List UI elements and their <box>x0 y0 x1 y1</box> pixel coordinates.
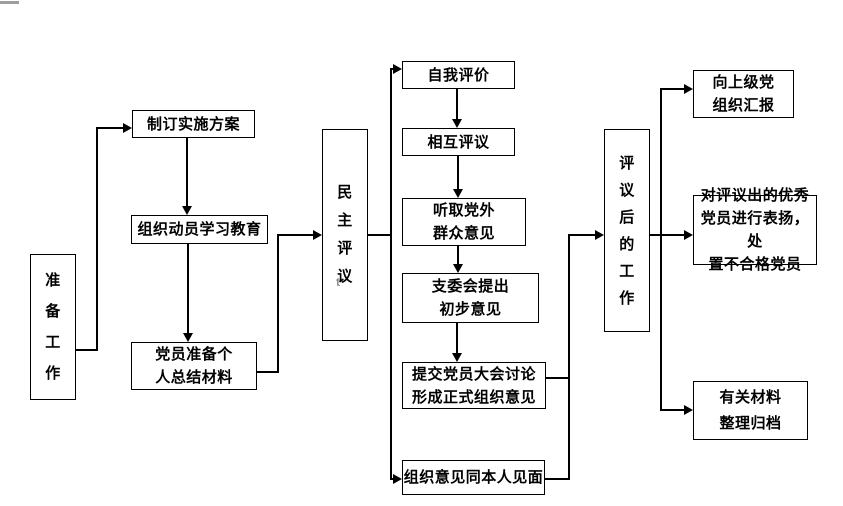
flow-node-minzhu-pingyi-label: 民 主 评 议 <box>337 184 353 285</box>
flow-node-after-work: 评 议 后 的 工 作 <box>604 129 650 332</box>
flow-node-mobilize: 组织动员学习教育 <box>131 215 268 244</box>
connector-riser-selfeval <box>390 68 394 70</box>
anchor-artifact: t <box>336 275 340 289</box>
flow-node-materials-label: 党员准备个 人总结材料 <box>155 346 233 386</box>
flow-node-prepare-label: 准 备 工 作 <box>45 272 61 382</box>
arrowhead-into-outside <box>453 189 463 198</box>
connector-after-praise <box>650 234 685 236</box>
arrowhead-into-mutual <box>452 119 462 128</box>
connector-mutual-outside <box>457 156 459 190</box>
connector-meet-riser <box>545 478 569 480</box>
connector-prepare-plan-h2 <box>96 127 124 129</box>
flow-node-report-up-label: 向上级党 组织汇报 <box>712 74 775 114</box>
connector-materials-minzhu-v <box>277 234 279 373</box>
connector-riser-archive <box>660 409 685 411</box>
flow-node-materials: 党员准备个 人总结材料 <box>131 342 257 390</box>
connector-congress-riser <box>546 377 569 379</box>
arrowhead-into-mobilize <box>182 206 192 215</box>
connector-riser-meet <box>390 478 394 480</box>
flow-node-congress-discussion: 提交党员大会讨论 形成正式组织意见 <box>402 362 546 409</box>
arrowhead-into-praise <box>684 230 693 240</box>
flow-node-outside-opinions: 听取党外 群众意见 <box>402 198 526 246</box>
connector-minzhu-riser <box>368 234 391 236</box>
flow-node-outside-opinions-label: 听取党外 群众意见 <box>432 202 495 242</box>
riser-after-branch <box>660 88 662 411</box>
flow-node-praise-dispose: 对评议出的优秀 党员进行表扬，处 置不合格党员 <box>693 187 817 273</box>
arrowhead-into-report <box>684 84 693 94</box>
connector-mobilize-materials <box>187 244 189 334</box>
flow-node-plan: 制订实施方案 <box>132 110 255 138</box>
flow-node-archive: 有关材料 整理归档 <box>693 381 808 440</box>
connector-plan-mobilize <box>186 138 188 207</box>
connector-materials-minzhu-h2 <box>277 234 314 236</box>
flow-node-congress-discussion-label: 提交党员大会讨论 形成正式组织意见 <box>411 365 536 406</box>
flow-node-archive-label: 有关材料 整理归档 <box>719 388 782 432</box>
arrowhead-into-self-eval <box>393 64 402 74</box>
flow-node-praise-dispose-label: 对评议出的优秀 党员进行表扬，处 置不合格党员 <box>700 187 810 273</box>
flow-node-committee-opinion: 支委会提出 初步意见 <box>402 273 539 323</box>
flow-node-prepare: 准 备 工 作 <box>30 254 76 400</box>
flow-node-mutual-eval-label: 相互评议 <box>427 133 490 151</box>
riser-minzhu-branch <box>390 68 392 480</box>
arrowhead-into-meet-person <box>393 474 402 484</box>
riser-into-after-work <box>568 234 570 480</box>
flow-node-after-work-label: 评 议 后 的 工 作 <box>619 154 635 307</box>
arrowhead-into-minzhu <box>313 230 322 240</box>
flow-node-meet-person: 组织意见同本人见面 <box>402 460 545 495</box>
flow-node-meet-person-label: 组织意见同本人见面 <box>403 469 544 486</box>
flow-node-mobilize-label: 组织动员学习教育 <box>137 221 262 238</box>
connector-selfeval-mutual <box>456 89 458 120</box>
connector-prepare-plan-h1 <box>76 349 98 351</box>
arrowhead-into-committee <box>453 264 463 273</box>
flow-node-report-up: 向上级党 组织汇报 <box>693 70 794 118</box>
stray-mark <box>0 1 19 4</box>
connector-committee-congress <box>456 323 458 354</box>
connector-materials-minzhu-h1 <box>257 371 279 373</box>
connector-riser-after-work <box>568 234 596 236</box>
arrowhead-into-archive <box>684 405 693 415</box>
flow-node-plan-label: 制订实施方案 <box>146 115 240 133</box>
arrowhead-into-after-work <box>595 230 604 240</box>
flow-node-self-eval-label: 自我评价 <box>427 66 490 84</box>
flow-node-committee-opinion-label: 支委会提出 初步意见 <box>431 278 510 318</box>
connector-outside-committee <box>457 246 459 265</box>
arrowhead-into-materials <box>183 333 193 342</box>
connector-riser-report <box>660 88 685 90</box>
connector-prepare-plan-v <box>96 127 98 351</box>
arrowhead-into-plan <box>123 123 132 133</box>
flow-node-minzhu-pingyi: 民 主 评 议 <box>322 129 368 341</box>
arrowhead-into-congress <box>452 353 462 362</box>
flow-node-mutual-eval: 相互评议 <box>402 128 515 156</box>
flow-node-self-eval: 自我评价 <box>402 61 515 89</box>
